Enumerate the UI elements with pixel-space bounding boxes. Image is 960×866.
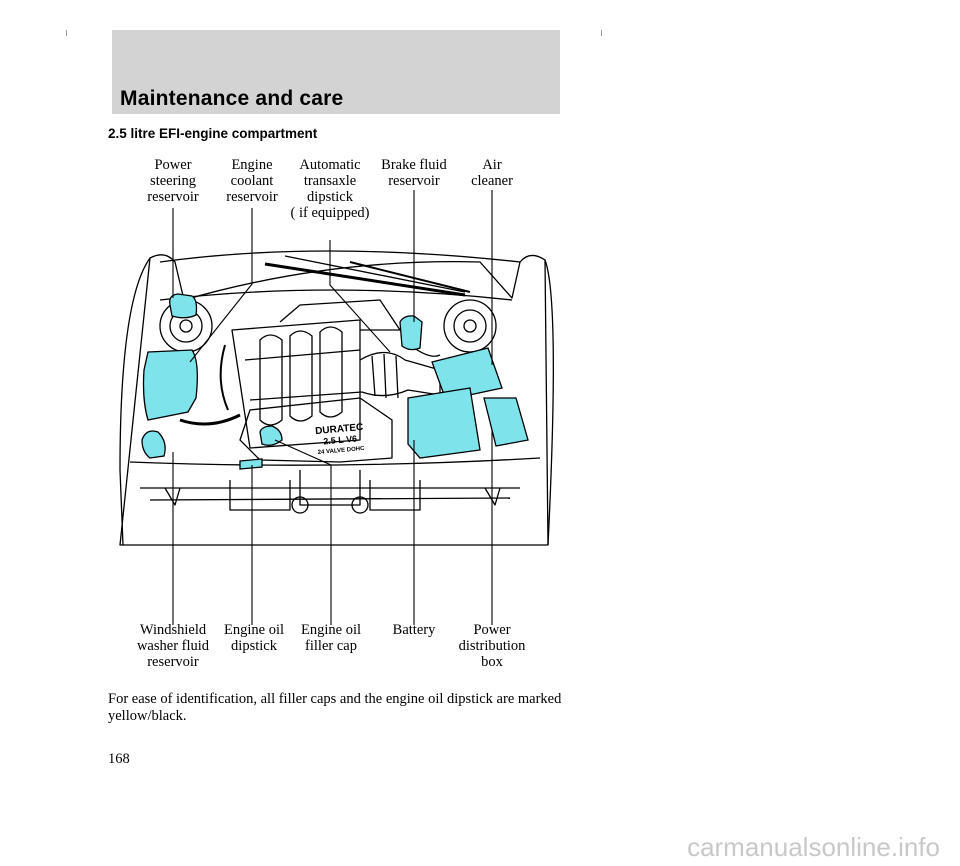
brake-fluid-reservoir [399,315,423,351]
label-battery: Battery [392,622,436,638]
leader-transaxle-dipstick [329,240,391,353]
label-engine-oil-filler-cap: Engine oil filler cap [300,622,362,654]
engine-badge-valves: 24 VALVE DOHC [318,446,366,456]
engine-cover [239,397,393,463]
label-transaxle-dipstick: Automatic transaxle dipstick ( if equipp… [290,157,370,221]
strut-tower-right [443,299,497,353]
page-number: 168 [108,751,130,767]
air-cleaner-box [431,347,503,401]
crop-mark [66,30,67,36]
radiator-support [129,457,541,466]
leader-oil-filler-cap [274,439,332,625]
power-steering-reservoir [169,293,198,319]
washer-fluid-reservoir [141,430,166,459]
label-power-steering-reservoir: Power steering reservoir [147,157,199,205]
power-distribution-box [483,397,529,447]
label-engine-coolant-reservoir: Engine coolant reservoir [226,157,278,205]
diagram-subtitle: 2.5 litre EFI-engine compartment [108,126,318,141]
air-intake-duct [359,351,441,399]
label-engine-oil-dipstick: Engine oil dipstick [223,622,285,654]
engine-badge-brand: DURATEC [315,422,364,437]
wiper-left [264,262,466,297]
label-power-distribution-box: Power distribution box [458,622,526,670]
section-title: Maintenance and care [120,87,344,110]
label-air-cleaner: Air cleaner [471,157,513,189]
engine-oil-filler-cap [259,425,283,446]
crop-mark [601,30,602,36]
engine-intake-manifold [231,299,401,449]
coolant-reservoir [142,349,198,421]
label-brake-fluid-reservoir: Brake fluid reservoir [381,157,447,189]
engine-oil-dipstick-handle [239,458,263,470]
leader-coolant [189,208,253,363]
header-band [112,30,560,114]
watermark: carmanualsonline.info [687,832,940,862]
label-washer-fluid-reservoir: Windshield washer fluid reservoir [136,622,210,670]
battery [407,387,481,459]
wiper-right [284,255,466,293]
engine-badge-displacement: 2.5 L V6 [323,434,358,447]
caption: For ease of identification, all filler c… [108,691,562,724]
